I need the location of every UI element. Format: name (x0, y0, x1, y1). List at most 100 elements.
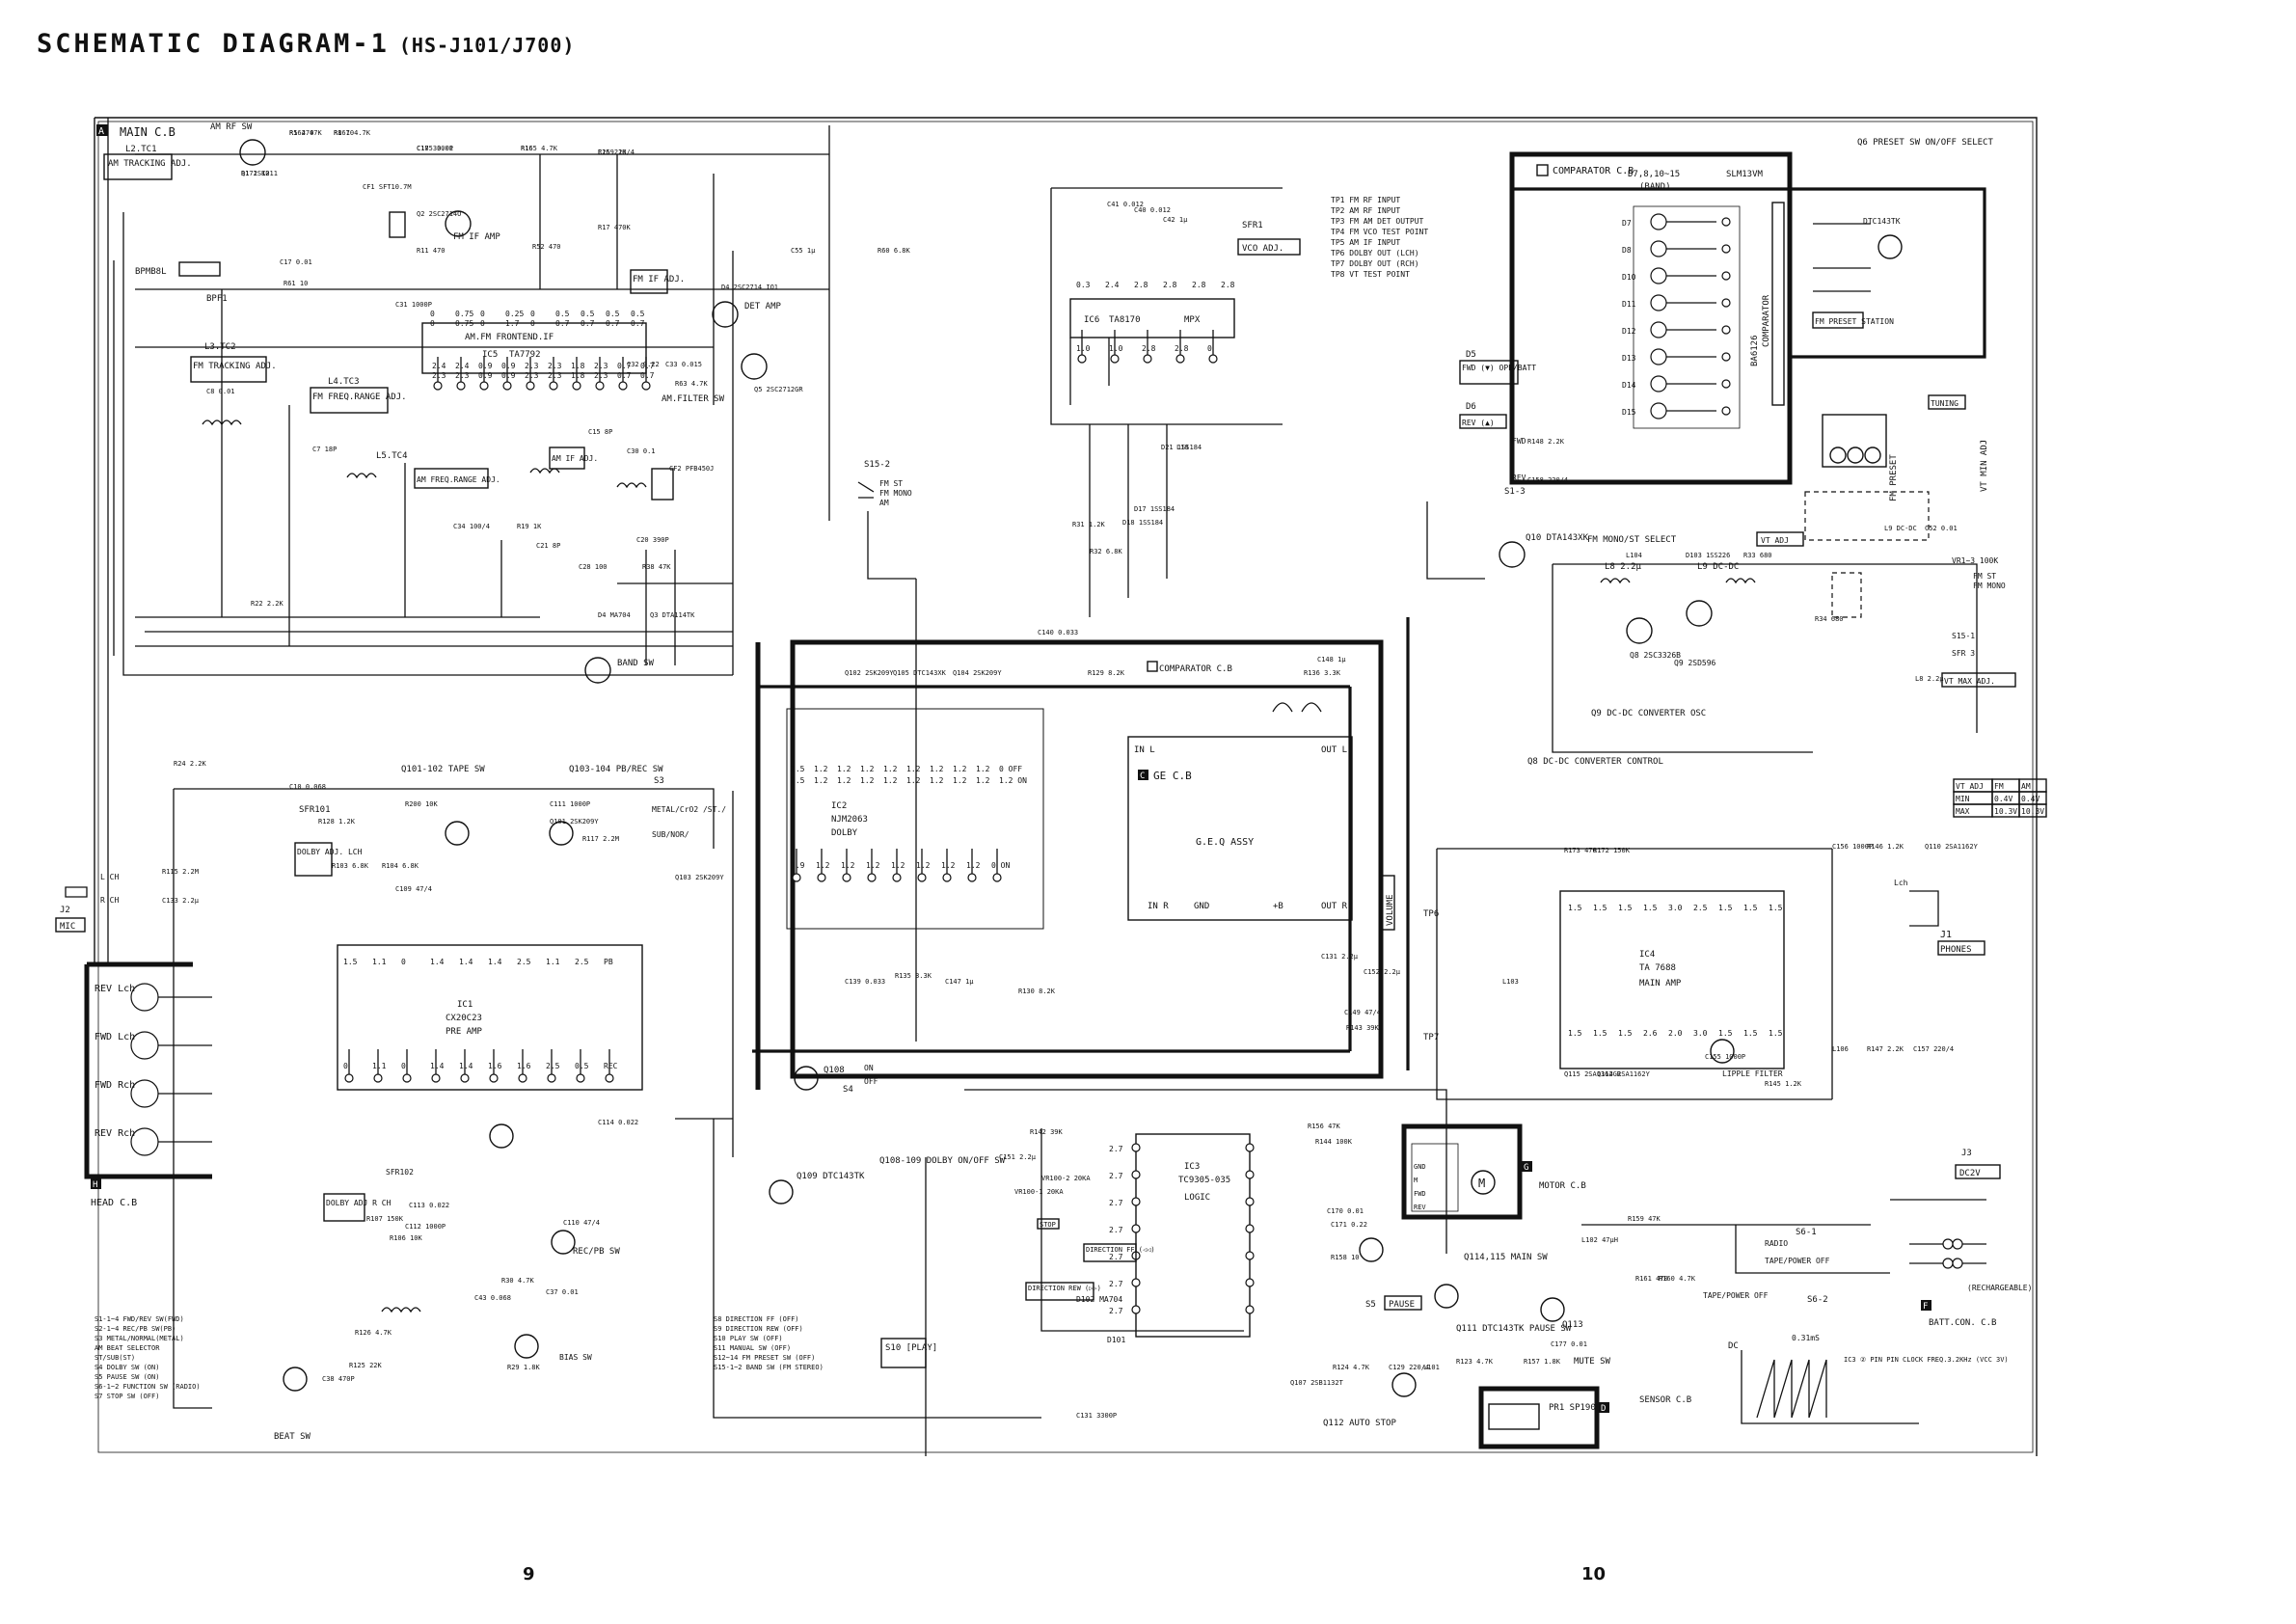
wave-period-label: 0.31mS (1792, 1334, 1820, 1342)
s15-1-label: S15-1 (1952, 632, 1975, 640)
tp-legend-item: TP5 AM IF INPUT (1331, 238, 1400, 247)
switch-legend-item: S8 DIRECTION FF (OFF) (714, 1315, 799, 1323)
pin-voltage: 1.9 (791, 861, 805, 870)
q113-transistor (1540, 1297, 1565, 1322)
component-value-label: R31 1.2K (1072, 521, 1106, 528)
pin-voltage: 1.5 (1743, 1029, 1758, 1038)
q113-label: Q113 (1562, 1320, 1583, 1330)
component-value-label: C113 0.022 (409, 1202, 449, 1209)
component-value-label: D17 1SS184 (1134, 505, 1175, 513)
pin-voltage: 2.3 (548, 371, 562, 380)
component-value-label: R161 470 (1635, 1275, 1668, 1283)
tape-power-off-label: TAPE/POWER OFF (1765, 1257, 1830, 1265)
pin-voltage: 1.8 (571, 371, 585, 380)
component-value-label: R34 680 (1815, 615, 1844, 623)
component-value-label: L101 (1423, 1364, 1440, 1371)
q112-label: Q112 AUTO STOP (1323, 1419, 1396, 1428)
pin-voltage: 2.5 (791, 765, 805, 773)
component-value-label: R136 3.3K (1304, 669, 1341, 677)
vt-adj-box-label: VT ADJ (1761, 536, 1789, 545)
ic-pin (433, 381, 443, 391)
det-amp-label: DET AMP (744, 302, 782, 311)
vco-adj-label: VCO ADJ. (1242, 244, 1283, 254)
ic-pin (502, 381, 512, 391)
j1-label: J1 (1940, 930, 1952, 940)
component-value-label: R124 4.7K (1333, 1364, 1370, 1371)
led-d7 (1650, 213, 1667, 230)
component-value-label: R146 1.2K (1867, 843, 1904, 851)
pbrec-sw-label: Q103-104 PB/REC SW (569, 765, 663, 774)
pin-voltage: 2.3 (525, 362, 539, 370)
q109-label: Q109 DTC143TK (797, 1172, 865, 1181)
bpf-filter (178, 261, 221, 277)
ic4-func: MAIN AMP (1639, 979, 1682, 988)
pin-voltage: 0.9 (501, 371, 516, 380)
component-value-label: R103 6.8K (332, 862, 369, 870)
component-value-label: R144 100K (1315, 1138, 1353, 1146)
tape-head-icon (130, 1031, 159, 1060)
ic3-pin (1131, 1197, 1141, 1206)
dir-ff-label: DIRECTION FF (◁◁) (1086, 1246, 1155, 1254)
mic-label: MIC (60, 922, 75, 932)
ic-pin (518, 1073, 527, 1083)
head-label: REV Rch (95, 1128, 135, 1139)
fwd-label: FWD (1512, 437, 1526, 446)
tp-legend-item: TP4 FM VCO TEST POINT (1331, 228, 1428, 236)
component-value-label: C41 0.012 (1107, 201, 1144, 208)
component-value-label: CF1 SFT10.7M (363, 183, 412, 191)
component-value-label: R117 2.2M (582, 835, 619, 843)
q111-transistor (1434, 1284, 1459, 1309)
q105-transistor (551, 1230, 576, 1255)
pin-voltage: 1.5 (1718, 1029, 1733, 1038)
q8-transistor (1626, 617, 1653, 644)
ic-pin (547, 1073, 556, 1083)
ic1-ref: IC1 (457, 1000, 473, 1010)
switch-legend-item: S9 DIRECTION REW (OFF) (714, 1325, 803, 1333)
pin-voltage: 1.5 (1568, 1029, 1582, 1038)
pin-voltage: 1.4 (459, 958, 473, 966)
bias-sw-label: BIAS SW (559, 1353, 592, 1362)
component-value-label: R63 4.7K (675, 380, 709, 388)
l2tc1-label: L2.TC1 (125, 145, 157, 154)
ic-pin (479, 381, 489, 391)
led-d12 (1650, 321, 1667, 338)
comparator-top-name: COMPARATOR C.B (1553, 166, 1634, 176)
vt-table-text: 10.3V (1994, 807, 2017, 816)
ic3-pin (1245, 1224, 1255, 1233)
component-value-label: Q115 2SA1362GR (1564, 1070, 1622, 1078)
component-value-label: Q105 DTC143XK (893, 669, 947, 677)
ic3-ref: IC3 (1184, 1162, 1200, 1172)
d4-detector-transistor (712, 301, 739, 328)
fm-mono2-label: FM MONO (1973, 582, 2006, 590)
bpf1-label: BPF1 (206, 294, 228, 304)
vt-table-text: MAX (1956, 807, 1970, 816)
pin-voltage: 2.5 (575, 958, 589, 966)
pin-voltage: 0.5 (581, 310, 595, 318)
pin-voltage: 1.5 (1769, 1029, 1783, 1038)
switch-legend-item: S12~14 FM PRESET SW (OFF) (714, 1354, 815, 1362)
ic7-func: COMPARATOR (1762, 294, 1771, 347)
fm-tracking-adj-label: FM TRACKING ADJ. (193, 362, 277, 371)
ic-pin (992, 873, 1002, 882)
pin-voltage: 1.4 (488, 958, 502, 966)
component-value-label: R115 2.2M (162, 868, 199, 876)
component-value-label: R158 10 (1331, 1254, 1360, 1261)
ic3-pin (1245, 1197, 1255, 1206)
component-value-label: R33 680 (1743, 552, 1772, 559)
component-value-label: L104 (1626, 552, 1642, 559)
pin-voltage: 1.5 (1618, 1029, 1633, 1038)
pin-voltage: 1.2 (883, 765, 898, 773)
pin-voltage: 2.7 (1109, 1253, 1123, 1261)
ic-pin (792, 873, 801, 882)
component-value-label: Q103 2SK209Y (675, 874, 724, 881)
ic-pin (1077, 354, 1087, 364)
q2-transistor (445, 210, 472, 237)
q3-band-transistor (584, 657, 611, 684)
pin-voltage: 0.7 (631, 319, 645, 328)
ic-pin (489, 1073, 499, 1083)
